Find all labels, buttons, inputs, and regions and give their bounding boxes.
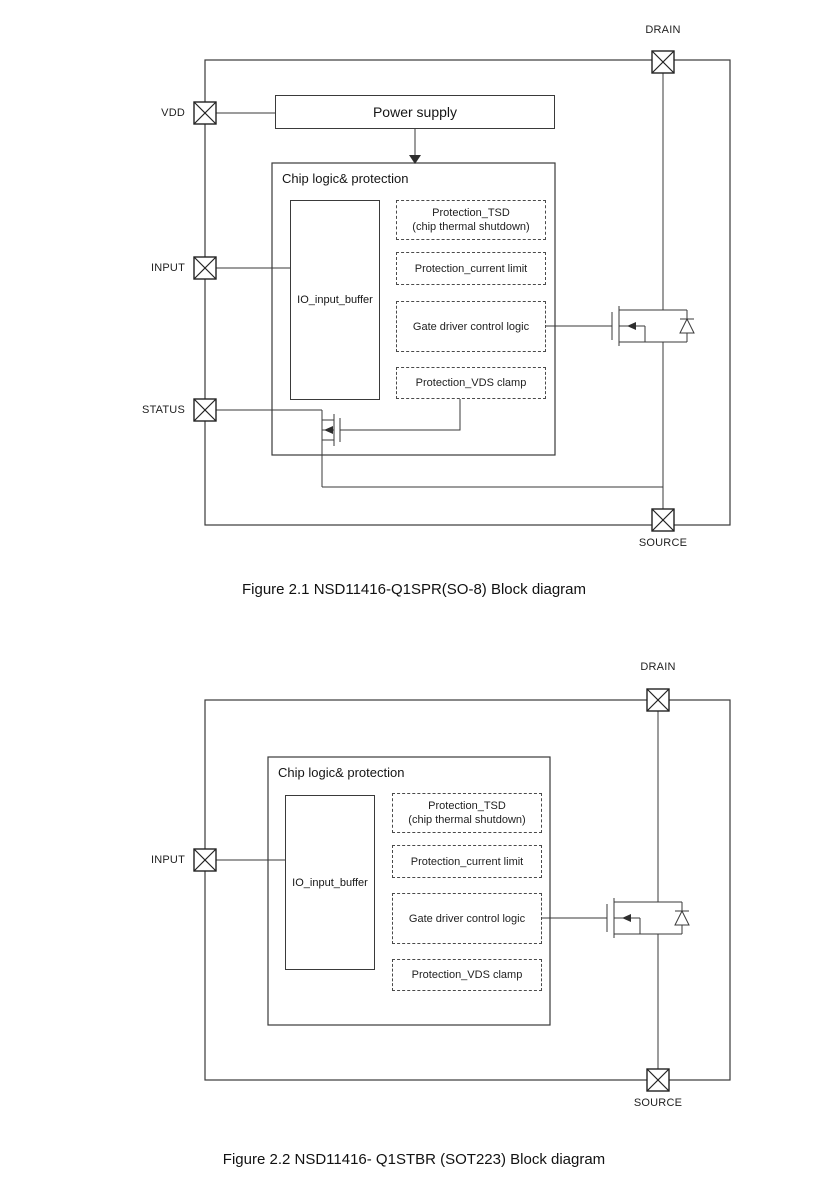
pad-input bbox=[193, 848, 217, 872]
pad-drain bbox=[651, 50, 675, 74]
pin-label-vdd: VDD bbox=[161, 107, 185, 119]
figure-2-2-caption: Figure 2.2 NSD11416- Q1STBR (SOT223) Blo… bbox=[222, 1151, 606, 1168]
gate-driver-label: Gate driver control logic bbox=[408, 912, 526, 925]
figure-2-1-caption: Figure 2.1 NSD11416-Q1SPR(SO-8) Block di… bbox=[241, 581, 587, 598]
protection-tsd-label-line1: Protection_TSD bbox=[428, 800, 506, 812]
io-input-buffer-label: IO_input_buffer bbox=[292, 876, 368, 889]
pin-label-status: STATUS bbox=[142, 404, 185, 416]
io-input-buffer-label: IO_input_buffer bbox=[297, 294, 373, 306]
body-diode-symbol bbox=[663, 309, 695, 343]
protection-tsd-label-line2: (chip thermal shutdown) bbox=[412, 221, 530, 233]
figure-2-2-linework bbox=[193, 688, 731, 1092]
chip-logic-title: Chip logic& protection bbox=[278, 765, 405, 780]
power-mosfet-symbol bbox=[611, 306, 663, 346]
mosfet-body-arrow-icon bbox=[627, 322, 636, 330]
gate-driver-box: Gate driver control logic bbox=[396, 301, 546, 352]
protection-current-limit-box: Protection_current limit bbox=[392, 845, 542, 878]
gate-driver-box: Gate driver control logic bbox=[392, 893, 542, 944]
protection-vds-clamp-label: Protection_VDS clamp bbox=[411, 969, 523, 981]
status-mosfet-symbol bbox=[322, 414, 341, 446]
power-supply-box: Power supply bbox=[275, 95, 555, 129]
power-mosfet-symbol bbox=[606, 898, 658, 938]
protection-vds-clamp-box: Protection_VDS clamp bbox=[392, 959, 542, 991]
pad-input bbox=[193, 256, 217, 280]
pad-source bbox=[646, 1068, 670, 1092]
chip-boundary-outline bbox=[204, 59, 731, 526]
pin-label-input: INPUT bbox=[151, 854, 185, 866]
body-diode-symbol bbox=[658, 901, 690, 935]
pad-drain bbox=[646, 688, 670, 712]
arrow-down-icon bbox=[409, 155, 421, 164]
protection-tsd-label-line2: (chip thermal shutdown) bbox=[408, 814, 526, 826]
protection-vds-clamp-box: Protection_VDS clamp bbox=[396, 367, 546, 399]
wires bbox=[216, 711, 659, 1069]
chip-logic-outline bbox=[267, 756, 551, 1026]
chip-logic-outline bbox=[271, 162, 556, 456]
figure-2-1-linework bbox=[193, 50, 731, 532]
pin-label-drain: DRAIN bbox=[640, 661, 676, 673]
wires bbox=[216, 73, 664, 509]
diode-triangle bbox=[679, 317, 695, 334]
wire-clamp-to-statusfet-gate bbox=[340, 399, 461, 431]
protection-current-limit-label: Protection_current limit bbox=[410, 855, 524, 868]
pin-label-input: INPUT bbox=[151, 262, 185, 274]
io-input-buffer-box: IO_input_buffer bbox=[285, 795, 375, 970]
figure-2-1-diagram: DRAIN VDD INPUT STATUS SOURCE Power supp… bbox=[142, 24, 731, 598]
protection-tsd-label-line1: Protection_TSD bbox=[432, 207, 510, 219]
pin-label-source: SOURCE bbox=[638, 537, 688, 549]
figure-2-2-diagram: DRAIN INPUT SOURCE Chip logic& protectio… bbox=[0, 640, 828, 1185]
gate-driver-label: Gate driver control logic bbox=[412, 320, 530, 333]
protection-vds-clamp-label: Protection_VDS clamp bbox=[415, 377, 527, 389]
mosfet-body-arrow-icon bbox=[622, 914, 631, 922]
chip-boundary-outline bbox=[204, 699, 731, 1081]
protection-current-limit-box: Protection_current limit bbox=[396, 252, 546, 285]
power-supply-label: Power supply bbox=[372, 104, 458, 120]
protection-tsd-box: Protection_TSD (chip thermal shutdown) bbox=[392, 793, 542, 833]
pad-vdd bbox=[193, 101, 217, 125]
statusfet-body-arrow-icon bbox=[324, 426, 333, 434]
pin-label-source: SOURCE bbox=[633, 1097, 683, 1109]
chip-logic-title: Chip logic& protection bbox=[282, 171, 409, 186]
pad-source bbox=[651, 508, 675, 532]
pad-status bbox=[193, 398, 217, 422]
io-input-buffer-box: IO_input_buffer bbox=[290, 200, 380, 400]
pin-label-drain: DRAIN bbox=[645, 24, 681, 36]
protection-current-limit-label: Protection_current limit bbox=[414, 262, 528, 275]
protection-tsd-box: Protection_TSD (chip thermal shutdown) bbox=[396, 200, 546, 240]
diode-triangle bbox=[674, 909, 690, 926]
